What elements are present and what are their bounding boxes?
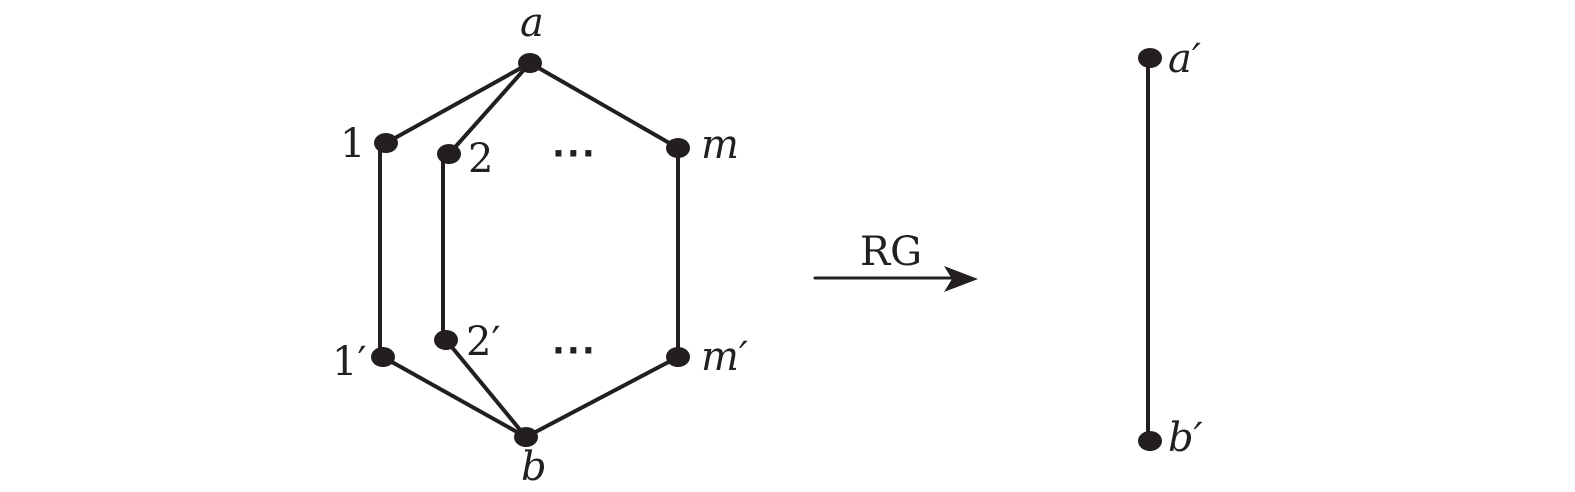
label-aprime: a′ — [1168, 36, 1201, 82]
edge-a-2 — [447, 61, 532, 156]
node-1prime — [371, 347, 395, 367]
rg-arrow: RG — [813, 229, 978, 292]
label-mprime: m′ — [701, 334, 748, 380]
node-a — [518, 53, 542, 73]
label-2: 2 — [468, 136, 493, 182]
node-1 — [374, 133, 398, 153]
edge-2prime-b — [444, 338, 528, 439]
label-1prime: 1′ — [332, 339, 367, 385]
label-a: a — [520, 0, 544, 46]
node-2prime — [434, 330, 458, 350]
node-mprime — [666, 347, 690, 367]
left-graph: a 1 2 m 1′ 2′ m′ b ··· ··· — [332, 0, 748, 490]
label-b: b — [521, 444, 547, 490]
node-2 — [437, 144, 461, 164]
edge-1prime-b — [381, 355, 528, 439]
arrow-head-icon — [944, 266, 978, 292]
node-bprime — [1138, 431, 1162, 451]
label-bprime: b′ — [1168, 415, 1203, 461]
edge-mprime-b — [524, 355, 680, 439]
label-m: m — [701, 122, 739, 168]
node-m — [666, 138, 690, 158]
arrow-label: RG — [860, 229, 922, 275]
ellipsis-lower: ··· — [552, 331, 597, 371]
edge-a-m — [528, 61, 680, 150]
label-2prime: 2′ — [466, 319, 501, 365]
node-aprime — [1138, 48, 1162, 68]
ellipsis-upper: ··· — [552, 134, 597, 174]
node-b — [514, 427, 538, 447]
right-graph: a′ b′ — [1138, 36, 1203, 461]
edge-a-1 — [384, 61, 532, 145]
label-1: 1 — [340, 121, 365, 167]
